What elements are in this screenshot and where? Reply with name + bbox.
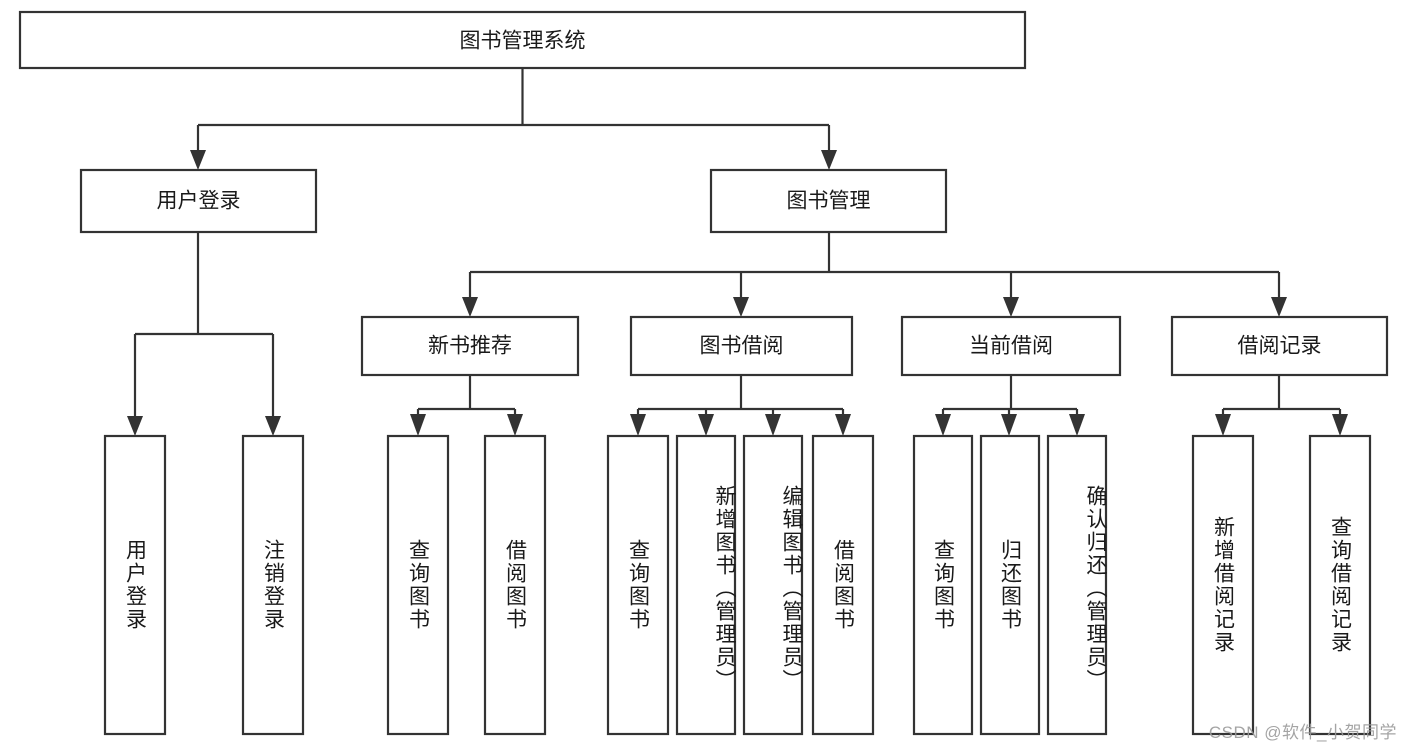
node-book-borrow-label: 图书借阅	[700, 335, 784, 358]
arrow-head-icon	[507, 414, 523, 436]
leaf-box-logout[interactable]	[241, 434, 305, 736]
node-user-login[interactable]: 用户登录	[79, 168, 318, 234]
leaf-box-group	[103, 434, 1372, 736]
node-new-book-recommend-label: 新书推荐	[428, 335, 512, 358]
leaf-box-query-record[interactable]	[1308, 434, 1372, 736]
arrow-head-icon	[698, 414, 714, 436]
leaf-box-query-book-2[interactable]	[606, 434, 670, 736]
arrow-head-icon	[835, 414, 851, 436]
arrow-head-icon	[1003, 297, 1019, 317]
arrow-head-icon	[630, 414, 646, 436]
leaf-box-return-book[interactable]	[979, 434, 1041, 736]
watermark-text: CSDN @软件_小贺同学	[1208, 723, 1397, 742]
node-borrow-record-label: 借阅记录	[1238, 335, 1322, 358]
node-book-management-box[interactable]	[709, 168, 948, 234]
node-user-login-box[interactable]	[79, 168, 318, 234]
leaf-box-borrow-book-1[interactable]	[483, 434, 547, 736]
node-user-login-label: 用户登录	[157, 190, 241, 213]
edge-group-book-mgmt	[462, 232, 1287, 317]
node-root-box[interactable]	[18, 10, 1027, 70]
node-book-management[interactable]: 图书管理	[709, 168, 948, 234]
arrow-head-icon	[733, 297, 749, 317]
node-current-borrow-label: 当前借阅	[969, 335, 1053, 358]
arrow-head-icon	[935, 414, 951, 436]
edge-group-root	[190, 68, 837, 170]
arrow-head-icon	[127, 416, 143, 436]
arrow-head-icon	[1001, 414, 1017, 436]
leaf-box-add-record[interactable]	[1191, 434, 1255, 736]
leaf-box-confirm-return[interactable]	[1046, 434, 1108, 736]
node-new-book-recommend-box[interactable]	[360, 315, 580, 377]
arrow-head-icon	[1271, 297, 1287, 317]
node-root-label: 图书管理系统	[460, 30, 586, 53]
node-root[interactable]: 图书管理系统	[18, 10, 1027, 70]
node-current-borrow-box[interactable]	[900, 315, 1122, 377]
leaf-box-query-book-3[interactable]	[912, 434, 974, 736]
edge-group-new-book-rec	[410, 375, 523, 436]
arrow-head-icon	[1332, 414, 1348, 436]
arrow-head-icon	[410, 414, 426, 436]
arrow-head-icon	[1069, 414, 1085, 436]
arrow-head-icon	[821, 150, 837, 170]
node-borrow-record[interactable]: 借阅记录	[1170, 315, 1389, 377]
edge-group-borrow-record	[1215, 375, 1348, 436]
edge-group-user-login	[127, 232, 281, 436]
arrow-head-icon	[1215, 414, 1231, 436]
node-book-management-label: 图书管理	[787, 190, 871, 213]
leaf-box-query-book-1[interactable]	[386, 434, 450, 736]
leaf-box-user-login[interactable]	[103, 434, 167, 736]
leaf-box-edit-book-admin[interactable]	[742, 434, 804, 736]
leaf-box-borrow-book-2[interactable]	[811, 434, 875, 736]
node-current-borrow[interactable]: 当前借阅	[900, 315, 1122, 377]
arrow-head-icon	[765, 414, 781, 436]
arrow-head-icon	[462, 297, 478, 317]
leaf-box-add-book-admin[interactable]	[675, 434, 737, 736]
node-borrow-record-box[interactable]	[1170, 315, 1389, 377]
node-new-book-recommend[interactable]: 新书推荐	[360, 315, 580, 377]
node-book-borrow-box[interactable]	[629, 315, 854, 377]
arrow-head-icon	[265, 416, 281, 436]
edge-group-current-borrow	[935, 375, 1085, 436]
edge-group-book-borrow	[630, 375, 851, 436]
arrow-head-icon	[190, 150, 206, 170]
node-book-borrow[interactable]: 图书借阅	[629, 315, 854, 377]
